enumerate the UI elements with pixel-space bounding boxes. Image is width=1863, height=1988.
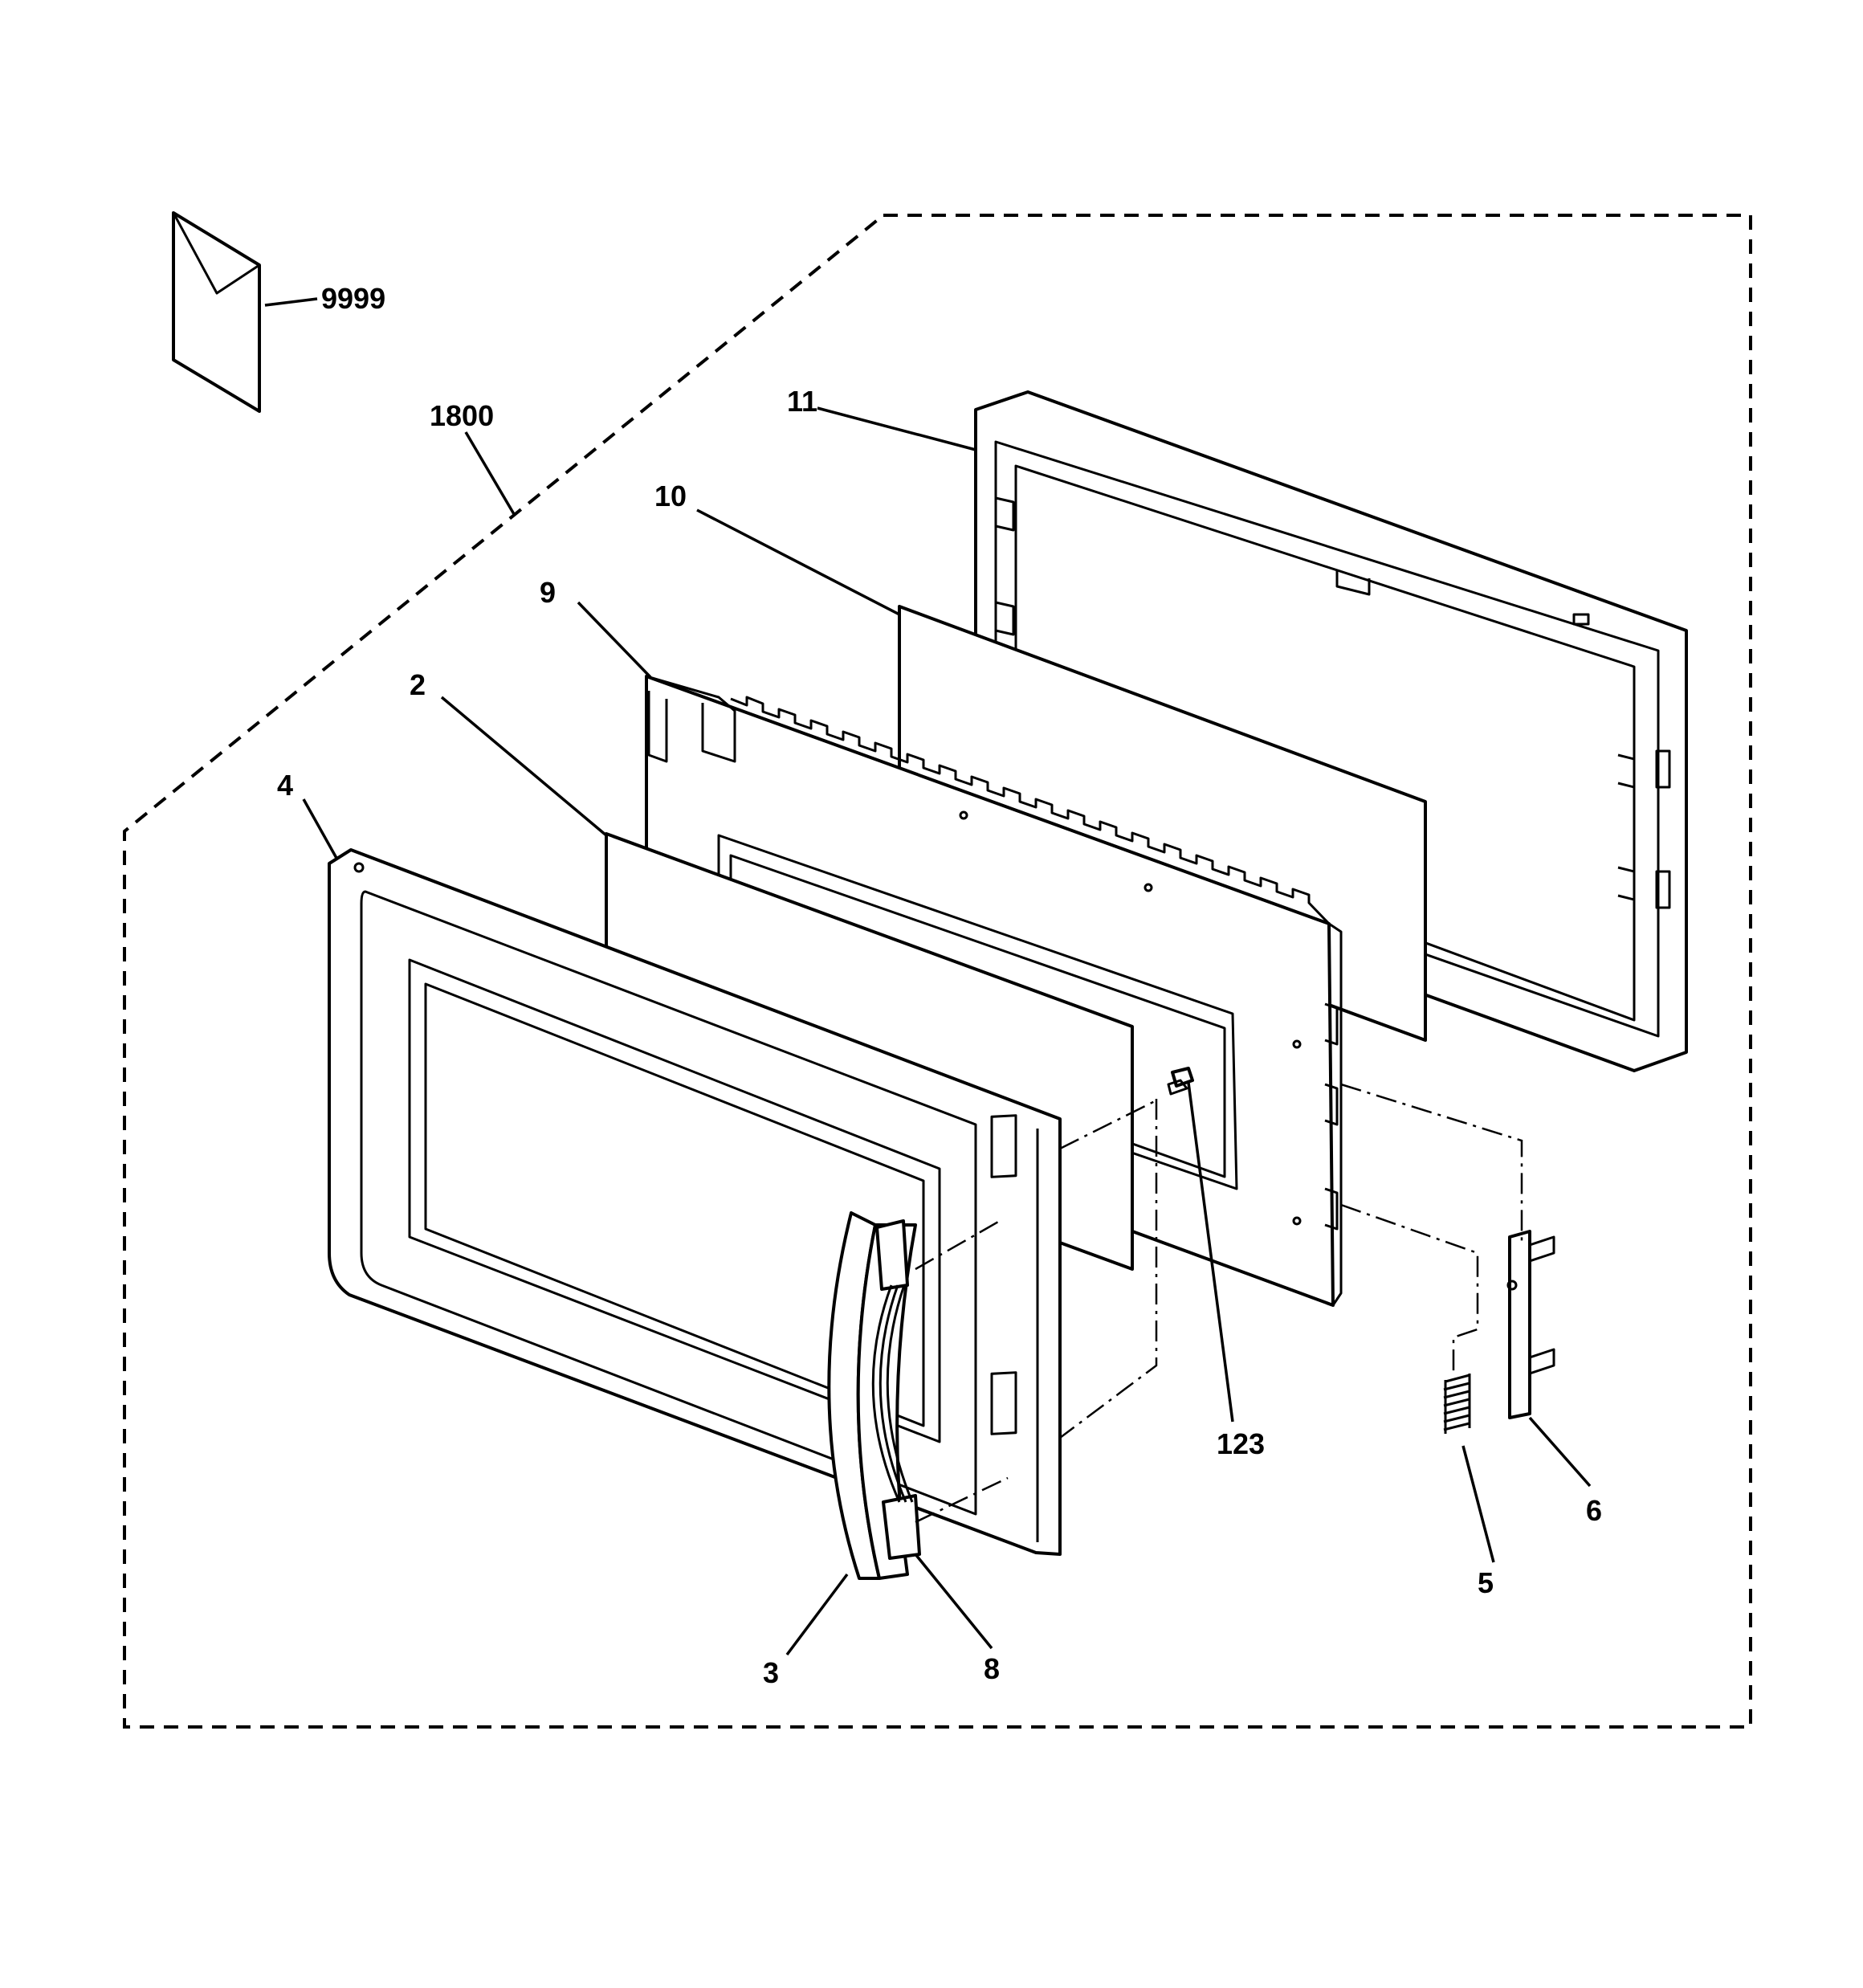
assembly-line-latch-bottom [1340,1203,1479,1375]
callout-glass-panel: 2 [410,668,426,701]
callout-handle-bracket: 8 [984,1652,1000,1685]
assembly-line-latch-top [1340,1083,1523,1241]
callout-latch: 6 [1586,1494,1602,1527]
assembly-line-handle-top [915,1219,1001,1271]
handle-part [827,1211,917,1580]
kit-boundary-outline [123,214,1752,1729]
handle-bracket-part [871,1219,921,1560]
screw-part [1167,1067,1194,1096]
latch-part [1506,1230,1555,1419]
callout-spring: 5 [1478,1566,1494,1599]
outer-choke-frame-part [974,390,1688,1072]
callout-handle: 3 [763,1656,779,1689]
callout-inner-screen-panel: 10 [654,480,687,512]
assembly-line-screw [1059,1099,1158,1439]
callout-screw: 123 [1217,1427,1265,1460]
callout-kit: 1800 [430,399,494,432]
spring-part [1443,1374,1471,1434]
callout-envelope: 9999 [321,282,385,315]
envelope-part [172,211,261,413]
assembly-line-handle-bottom [915,1476,1009,1524]
callout-hinge-bracket: 9 [540,576,556,609]
assembly-line-frame [1059,1099,1157,1150]
callout-door-frame: 4 [277,769,293,802]
callout-outer-choke-frame: 11 [787,385,817,418]
